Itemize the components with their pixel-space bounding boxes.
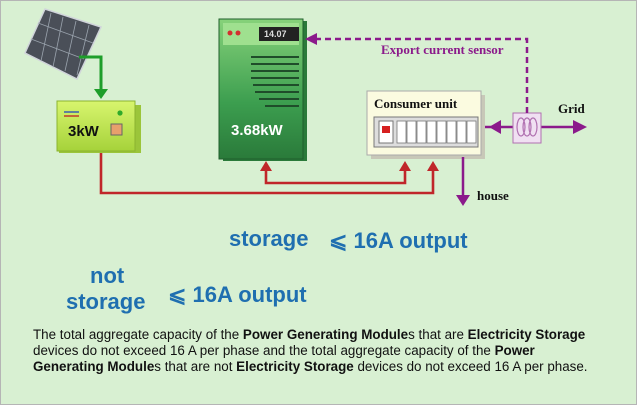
solar-panel-icon bbox=[24, 8, 103, 81]
battery-unit bbox=[218, 18, 307, 161]
wire-arrow-battery bbox=[260, 161, 272, 171]
solar-arrow-head bbox=[94, 89, 108, 99]
solar-to-inverter-arrow bbox=[79, 55, 103, 91]
inverter-box bbox=[56, 100, 141, 153]
inverter-label: 3kW bbox=[68, 123, 99, 140]
not-storage-label-line2: storage bbox=[66, 289, 146, 314]
system-diagram bbox=[24, 8, 587, 206]
red-wiring bbox=[99, 153, 435, 195]
sensor-arrow-head bbox=[305, 33, 317, 45]
wire-arrow-cu-right bbox=[399, 161, 411, 171]
not-storage-limit: ⩽ 16A output bbox=[168, 282, 307, 307]
current-sensor-icon bbox=[512, 112, 542, 144]
consumer-unit bbox=[366, 90, 485, 159]
grid-arrow-left bbox=[489, 120, 501, 134]
sensor-dashed-line bbox=[313, 37, 529, 113]
not-storage-label-line1: not bbox=[90, 263, 125, 288]
export-sensor-label: Export current sensor bbox=[381, 42, 504, 57]
storage-label: storage bbox=[229, 226, 309, 251]
consumer-unit-title: Consumer unit bbox=[374, 96, 458, 111]
storage-limit: ⩽ 16A output bbox=[329, 228, 468, 253]
wire-arrow-cu-left bbox=[427, 161, 439, 171]
caption-text: The total aggregate capacity of the Powe… bbox=[33, 327, 588, 375]
house-arrow-head bbox=[456, 195, 470, 206]
battery-display-value: 14.07 bbox=[264, 29, 287, 39]
battery-label: 3.68kW bbox=[231, 122, 283, 139]
house-label: house bbox=[477, 188, 509, 203]
grid-label: Grid bbox=[558, 101, 585, 116]
grid-arrow-right bbox=[573, 120, 587, 134]
